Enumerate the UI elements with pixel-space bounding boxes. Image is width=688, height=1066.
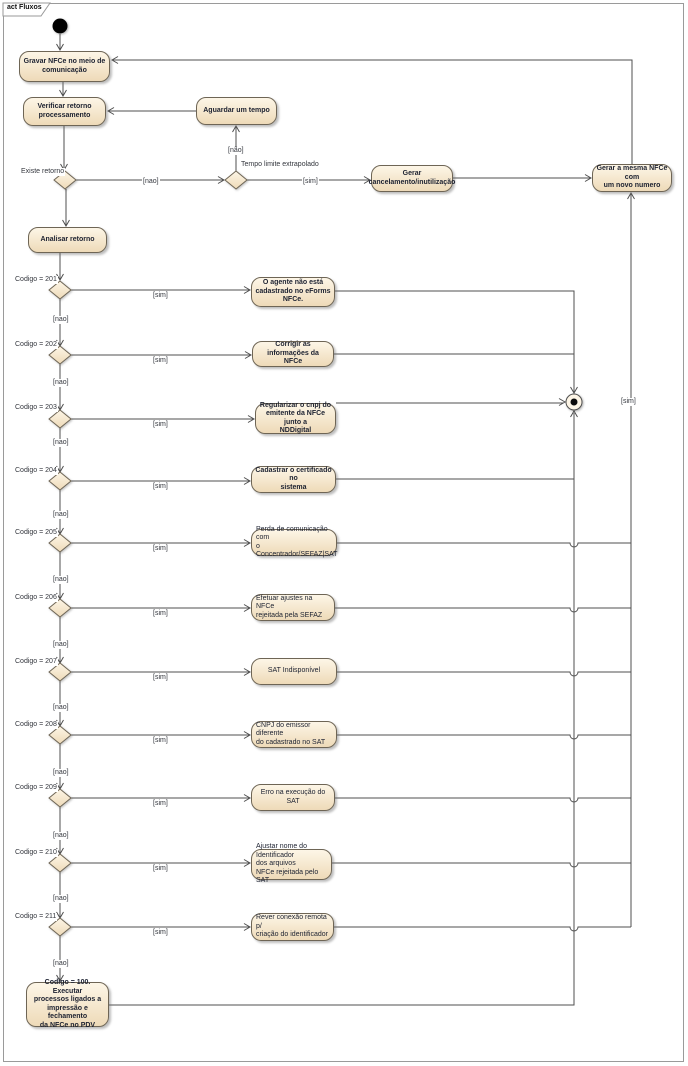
guard-sim-209: [sim]: [152, 800, 169, 808]
guard-sim-tempo: [sim]: [302, 178, 319, 186]
decision-codigo-208: [48, 725, 72, 745]
final-node-dot: [570, 398, 578, 406]
guard-nao-203: [nao]: [52, 439, 70, 447]
guard-nao-206: [nao]: [52, 641, 70, 649]
guard-nao-204: [nao]: [52, 511, 70, 519]
activity-gerar-mesma-nfce: Gerar a mesma NFCe com um novo numero: [592, 164, 672, 192]
guard-sim-206: [sim]: [152, 610, 169, 618]
action-codigo-209: Erro na execução do SAT: [251, 784, 335, 811]
activity-analisar-retorno: Analisar retorno: [28, 227, 107, 253]
edge-a205-retry: [337, 542, 631, 548]
activity-gravar-nfce: Gravar NFCe no meio de comunicação: [19, 51, 110, 82]
decision-codigo-209: [48, 788, 72, 808]
edge-a206-retry: [335, 607, 631, 613]
decision-label-204: Codigo = 204: [14, 467, 58, 475]
guard-sim-207: [sim]: [152, 674, 169, 682]
guard-nao-208: [nao]: [52, 769, 70, 777]
action-codigo-207: SAT Indisponível: [251, 658, 337, 685]
activity-gerar-cancelamento: Gerar cancelamento/inutilização: [369, 165, 455, 192]
decision-label-tempo: Tempo limite extrapolado: [240, 161, 320, 169]
action-codigo-211: Rever conexão remota p/ criação do ident…: [251, 913, 334, 941]
guard-nao-209: [nao]: [52, 832, 70, 840]
decision-label-211: Codigo = 211: [14, 913, 58, 921]
decision-codigo-206: [48, 598, 72, 618]
edge-a209-retry: [335, 797, 631, 803]
activity-verificar-retorno: Verificar retorno processamento: [23, 97, 106, 126]
frame-tab: [2, 2, 51, 17]
guard-nao-tempo: [não]: [227, 147, 245, 155]
action-codigo-205: Perda de comunicação com o Concentrador/…: [251, 526, 337, 558]
guard-sim-201: [sim]: [152, 292, 169, 300]
edge-a207-retry: [337, 671, 631, 677]
decision-label-206: Codigo = 206: [14, 594, 58, 602]
decision-label-207: Codigo = 207: [14, 658, 58, 666]
guard-sim-203: [sim]: [152, 421, 169, 429]
guard-sim-208: [sim]: [152, 737, 169, 745]
guard-nao-207: [nao]: [52, 704, 70, 712]
edge-a211-retry: [334, 926, 631, 932]
action-codigo-201: O agente não está cadastrado no eForms N…: [251, 277, 335, 307]
guard-nao-202: [nao]: [52, 379, 70, 387]
edge-gmesma-loop-gravar: [113, 59, 633, 164]
decision-tempo-limite: [224, 170, 248, 190]
guard-sim-211: [sim]: [152, 929, 169, 937]
edge-a210-retry: [332, 862, 631, 868]
decision-label-existe: Existe retorno: [20, 168, 66, 176]
action-codigo-202: Corrigir as informações da NFCe: [252, 341, 334, 367]
guard-nao-201: [nao]: [52, 316, 70, 324]
decision-codigo-202: [48, 345, 72, 365]
guard-sim-205: [sim]: [152, 545, 169, 553]
edge-a201-final-bus: [335, 290, 575, 392]
action-codigo-210: Ajustar nome do Identificador dos arquiv…: [251, 843, 332, 884]
guard-nao-211: [nao]: [52, 960, 70, 968]
decision-label-203: Codigo = 203: [14, 404, 58, 412]
action-codigo-203: Regularizar o cnpj do emitente da NFCe j…: [255, 402, 336, 434]
decision-codigo-204: [48, 471, 72, 491]
guard-sim-210: [sim]: [152, 865, 169, 873]
decision-codigo-210: [48, 853, 72, 873]
action-codigo-100: Codigo = 100. Executar processos ligados…: [26, 979, 109, 1029]
guard-sim-retry: [sim]: [620, 398, 637, 406]
guard-nao-205: [nao]: [52, 576, 70, 584]
initial-node: [52, 18, 68, 34]
diagram-frame: [3, 3, 684, 1062]
guard-nao-existe: [nao]: [142, 178, 160, 186]
guard-sim-204: [sim]: [152, 483, 169, 491]
edge-a100-final-bus: [109, 413, 575, 1006]
decision-label-208: Codigo = 208: [14, 721, 58, 729]
guard-nao-210: [nao]: [52, 895, 70, 903]
decision-codigo-201: [48, 280, 72, 300]
action-codigo-204: Cadastrar o certificado no sistema: [251, 466, 336, 493]
decision-codigo-203: [48, 409, 72, 429]
action-codigo-206: Efetuar ajustes na NFCe rejeitada pela S…: [251, 594, 335, 621]
frame-title: act Fluxos: [7, 4, 42, 11]
guard-sim-202: [sim]: [152, 357, 169, 365]
activity-aguardar-tempo: Aguardar um tempo: [196, 97, 277, 125]
decision-codigo-205: [48, 533, 72, 553]
decision-label-201: Codigo = 201: [14, 276, 58, 284]
decision-codigo-207: [48, 662, 72, 682]
decision-label-202: Codigo = 202: [14, 341, 58, 349]
edge-a208-retry: [337, 734, 631, 740]
decision-label-209: Codigo = 209: [14, 784, 58, 792]
decision-label-210: Codigo = 210: [14, 849, 58, 857]
action-codigo-208: CNPJ do emissor diferente do cadastrado …: [251, 721, 337, 748]
decision-codigo-211: [48, 917, 72, 937]
decision-label-205: Codigo = 205: [14, 529, 58, 537]
